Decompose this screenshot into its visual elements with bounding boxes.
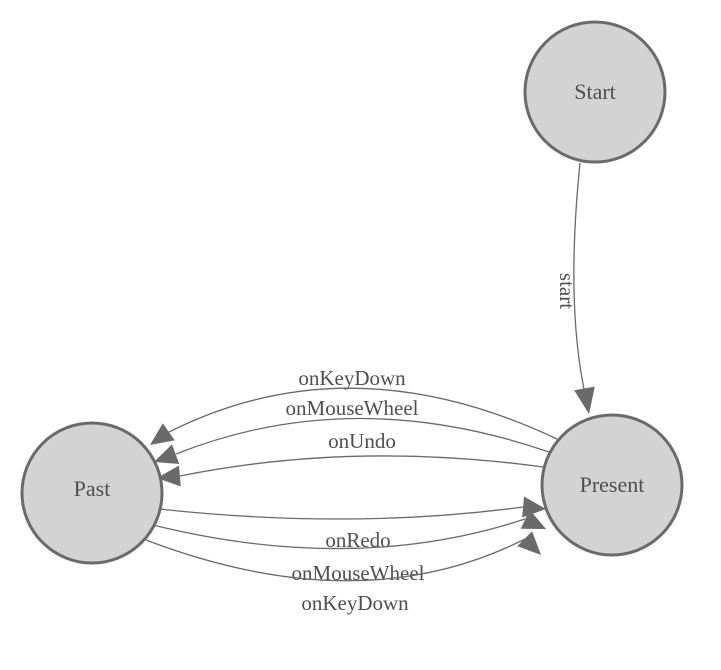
edge-past-to-present-onredo[interactable]: onRedo — [158, 496, 546, 553]
edge-line[interactable] — [179, 455, 544, 477]
edge-line[interactable] — [573, 162, 585, 390]
edge-present-to-past-onmousewheel[interactable]: onMouseWheel — [154, 396, 550, 464]
node-start[interactable]: Start — [523, 20, 667, 164]
edge-label-onmousewheel-top: onMouseWheel — [286, 396, 419, 420]
edge-past-to-present-onkeydown[interactable]: onKeyDown — [145, 531, 541, 615]
edge-label-onkeydown-top: onKeyDown — [298, 366, 406, 390]
node-past[interactable]: Past — [20, 421, 164, 565]
arrowhead-icon — [157, 465, 181, 487]
arrowhead-icon — [522, 496, 546, 518]
edge-label-onundo: onUndo — [328, 429, 396, 453]
node-present[interactable]: Present — [540, 413, 684, 557]
edge-line[interactable] — [158, 506, 524, 520]
edge-label-onkeydown-bottom: onKeyDown — [301, 591, 409, 615]
arrowhead-icon — [574, 386, 595, 414]
edge-label-start: start — [555, 273, 579, 309]
edge-line[interactable] — [152, 518, 526, 550]
arrowhead-icon — [154, 444, 180, 464]
edge-line[interactable] — [175, 417, 550, 455]
edge-start-to-present[interactable]: start — [555, 162, 595, 414]
edge-line[interactable] — [168, 387, 558, 440]
node-present-circle[interactable] — [540, 413, 684, 557]
node-present-label: Present — [580, 472, 645, 497]
arrowhead-icon — [517, 531, 541, 555]
edge-present-to-past-onundo[interactable]: onUndo — [157, 429, 544, 487]
edge-line[interactable] — [145, 538, 526, 582]
node-start-label: Start — [574, 79, 616, 104]
arrowhead-icon — [520, 509, 546, 529]
edge-present-to-past-onkeydown[interactable]: onKeyDown — [150, 366, 558, 445]
node-past-circle[interactable] — [20, 421, 164, 565]
node-start-circle[interactable] — [523, 20, 667, 164]
node-past-label: Past — [74, 476, 111, 501]
edge-label-onmousewheel-bottom: onMouseWheel — [292, 561, 425, 585]
arrowhead-icon — [150, 423, 175, 445]
